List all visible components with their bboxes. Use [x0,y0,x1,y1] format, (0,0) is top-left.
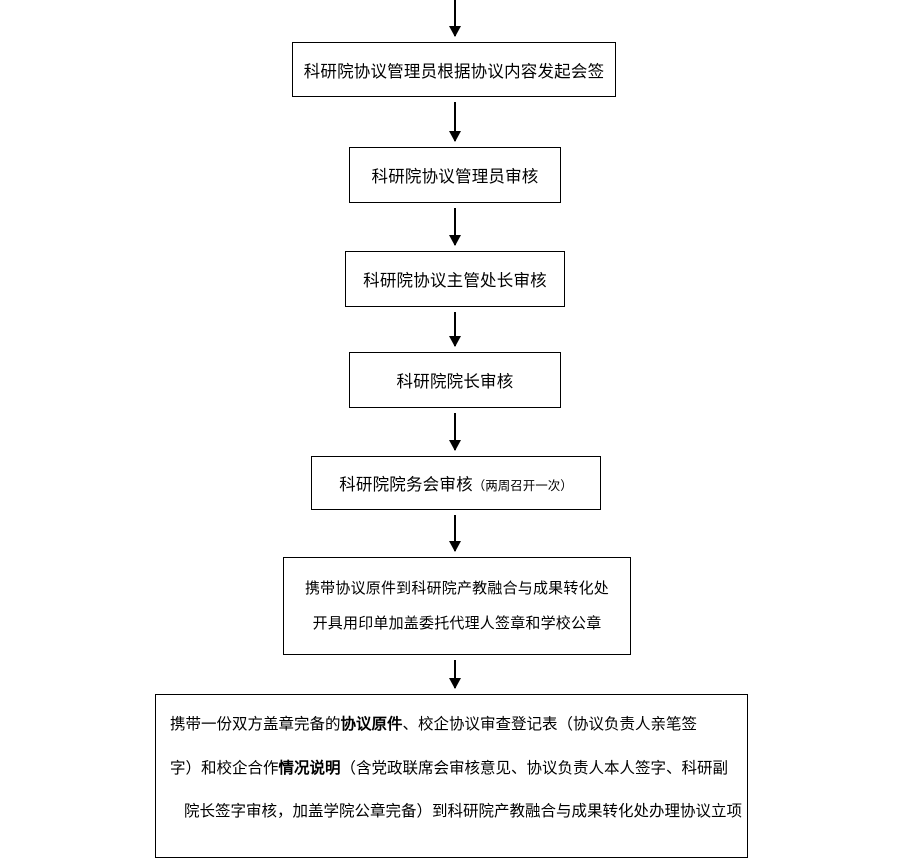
arrow-n2-to-n3 [449,208,461,246]
node-paragraph-line-1: 携带一份双方盖章完备的协议原件、校企协议审查登记表（协议负责人亲笔签 [170,717,733,733]
node-label-note: （两周召开一次） [472,479,573,493]
node-label: 科研院院长审核 [396,373,514,391]
process-node-initiate-countersign[interactable]: 科研院协议管理员根据协议内容发起会签 [292,42,616,97]
node-label: 科研院协议管理员根据协议内容发起会签 [303,62,605,81]
process-node-board-meeting-review[interactable]: 科研院院务会审核（两周召开一次） [311,456,601,510]
node-label: 科研院院务会审核（两周召开一次） [339,471,573,495]
process-node-project-filing[interactable]: 携带一份双方盖章完备的协议原件、校企协议审查登记表（协议负责人亲笔签 字）和校企… [155,694,748,858]
paragraph-text-segment: （含党政联席会审核意见、协议负责人本人签字、科研副 [340,759,729,777]
process-node-dean-review[interactable]: 科研院院长审核 [349,352,561,408]
arrow-n6-to-n7 [449,660,461,689]
arrow-n1-to-n2 [449,102,461,142]
node-paragraph-line-3: 院长签字审核，加盖学院公章完备）到科研院产教融合与成果转化处办理协议立项 [184,803,743,820]
node-paragraph-line-2: 字）和校企合作情况说明（含党政联席会审核意见、协议负责人本人签字、科研副 [170,759,733,777]
paragraph-emphasis-situation-description: 情况说明 [278,759,341,777]
process-node-admin-review[interactable]: 科研院协议管理员审核 [349,147,561,203]
arrow-n4-to-n5 [449,413,461,451]
arrow-n5-to-n6 [449,515,461,552]
node-label: 科研院协议管理员审核 [371,168,539,186]
arrow-n3-to-n4 [449,312,461,347]
process-node-director-review[interactable]: 科研院协议主管处长审核 [345,251,565,307]
node-label-line-1: 携带协议原件到科研院产教融合与成果转化处 [304,580,609,597]
paragraph-text-segment: 、校企协议审查登记表（协议负责人亲笔签 [402,716,698,733]
node-label-line-2: 开具用印单加盖委托代理人签章和学校公章 [312,615,602,632]
arrow-incoming [449,0,461,37]
paragraph-emphasis-agreement-original: 协议原件 [340,716,403,733]
node-label: 科研院协议主管处长审核 [363,272,547,290]
node-label-main: 科研院院务会审核 [339,476,473,494]
paragraph-text-segment: 字）和校企合作 [170,759,279,777]
process-node-seal-application[interactable]: 携带协议原件到科研院产教融合与成果转化处 开具用印单加盖委托代理人签章和学校公章 [283,557,631,655]
paragraph-text-segment: 携带一份双方盖章完备的 [170,716,341,733]
